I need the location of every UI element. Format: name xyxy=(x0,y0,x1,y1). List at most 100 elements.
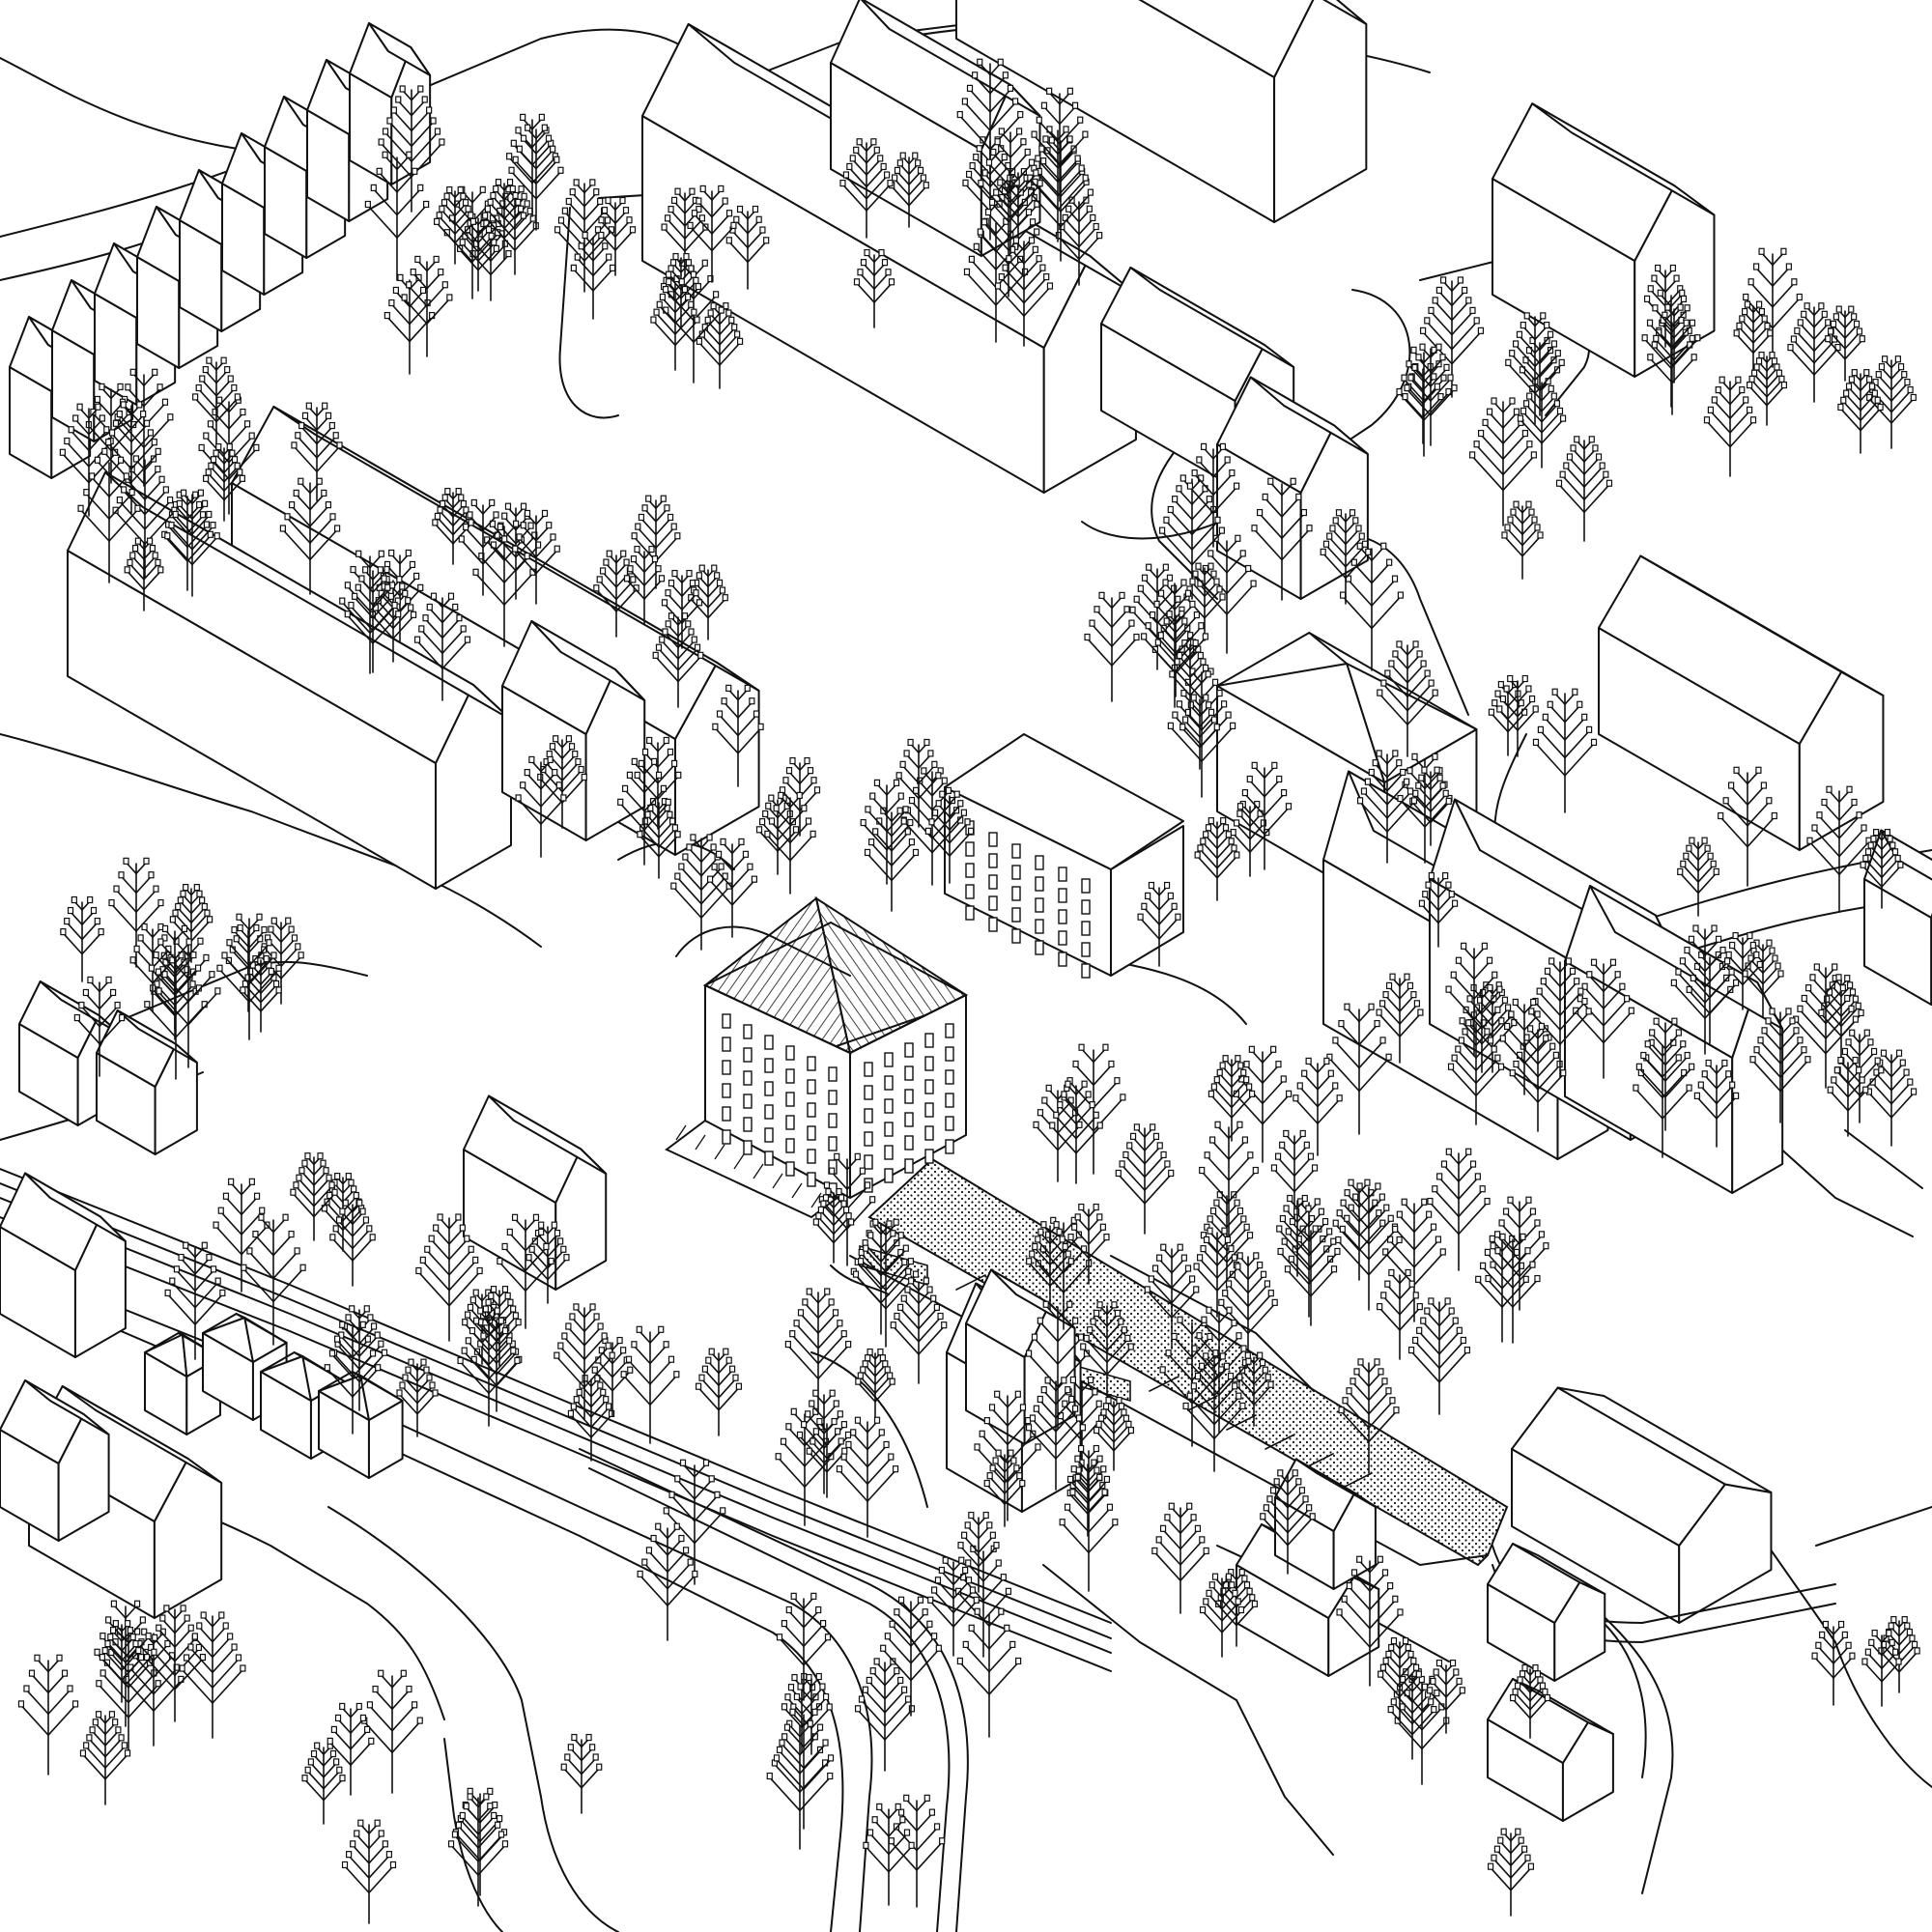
tree xyxy=(1427,1148,1491,1271)
tree xyxy=(784,1288,852,1414)
tree xyxy=(1532,688,1598,813)
tree xyxy=(1025,1300,1091,1430)
tree xyxy=(1861,1629,1902,1707)
tree xyxy=(1404,343,1458,446)
tree xyxy=(1485,1233,1541,1344)
tree xyxy=(344,566,402,673)
tree xyxy=(179,1611,246,1739)
tree xyxy=(661,569,703,649)
tree xyxy=(1049,1080,1103,1184)
tree xyxy=(1409,766,1452,846)
tree xyxy=(860,779,914,885)
tree xyxy=(853,248,895,328)
tree xyxy=(378,85,445,213)
tree xyxy=(79,1711,131,1805)
tree xyxy=(1284,1225,1338,1326)
tree xyxy=(73,976,126,1077)
tree xyxy=(279,477,341,595)
tree xyxy=(1260,1469,1316,1575)
tree xyxy=(1067,1203,1110,1285)
tree xyxy=(169,884,213,963)
tree xyxy=(766,1719,834,1850)
tree xyxy=(663,1459,726,1585)
tree xyxy=(1270,1129,1319,1222)
tree xyxy=(1159,474,1225,600)
tree xyxy=(1407,1297,1471,1415)
tree xyxy=(1335,1182,1403,1311)
tree xyxy=(1094,1396,1134,1471)
tree xyxy=(688,564,728,640)
tree xyxy=(108,857,164,968)
tree xyxy=(1866,355,1917,449)
tree xyxy=(1573,958,1634,1079)
tree xyxy=(623,545,666,625)
tree xyxy=(1834,1029,1885,1123)
tree xyxy=(1641,289,1701,408)
slab-block xyxy=(1598,554,1885,851)
tree xyxy=(1496,674,1539,757)
tree xyxy=(1505,312,1565,425)
tree xyxy=(634,736,682,830)
tree xyxy=(1806,785,1872,913)
tree xyxy=(880,1596,942,1717)
tree xyxy=(1151,1502,1209,1614)
tree xyxy=(650,278,700,371)
tree xyxy=(291,402,343,501)
tree xyxy=(1199,1121,1259,1241)
tree xyxy=(497,1213,554,1329)
tree xyxy=(413,592,471,701)
tree xyxy=(148,924,202,1030)
house xyxy=(0,1379,110,1542)
tree xyxy=(1059,1473,1119,1592)
tree xyxy=(956,1607,1022,1738)
tree xyxy=(695,1348,743,1436)
tree xyxy=(554,1303,615,1420)
tree xyxy=(1827,1056,1869,1137)
tree xyxy=(888,1794,946,1908)
slab-block xyxy=(1492,102,1716,378)
tree xyxy=(1733,300,1774,375)
tree xyxy=(764,791,816,895)
tree xyxy=(1159,1316,1225,1447)
tree xyxy=(1510,1663,1550,1739)
tree xyxy=(415,1213,483,1342)
tree xyxy=(1251,477,1313,601)
house xyxy=(1487,1543,1606,1682)
tree xyxy=(1394,1675,1450,1785)
tree xyxy=(99,1620,145,1703)
tree xyxy=(1469,397,1537,526)
tree xyxy=(1320,509,1372,605)
tree xyxy=(1356,750,1418,864)
tree xyxy=(687,185,737,283)
tree xyxy=(1376,973,1424,1064)
tree xyxy=(818,1152,876,1266)
house xyxy=(1274,1458,1377,1590)
tree xyxy=(482,179,526,261)
tree xyxy=(852,1218,920,1348)
tree xyxy=(994,237,1054,347)
tree xyxy=(1326,1003,1392,1135)
shed xyxy=(318,1371,404,1479)
tree xyxy=(927,1556,980,1657)
tree xyxy=(1747,351,1787,426)
tree xyxy=(1825,305,1865,382)
tree xyxy=(1193,1227,1241,1318)
tree xyxy=(361,1669,423,1794)
tree xyxy=(895,738,942,828)
tree xyxy=(836,1416,899,1538)
tree xyxy=(706,838,758,938)
tree xyxy=(1378,1637,1422,1719)
tree xyxy=(472,520,536,647)
tree xyxy=(1459,983,1505,1073)
tree xyxy=(1141,579,1208,708)
tree xyxy=(432,487,474,565)
tree xyxy=(1236,761,1293,870)
tree xyxy=(1186,442,1240,548)
tree xyxy=(213,1178,270,1293)
tree xyxy=(101,401,161,514)
tree xyxy=(1277,1198,1341,1318)
tree xyxy=(696,302,744,389)
tree xyxy=(652,612,704,708)
tree xyxy=(1499,998,1549,1095)
tree xyxy=(1878,1615,1920,1693)
